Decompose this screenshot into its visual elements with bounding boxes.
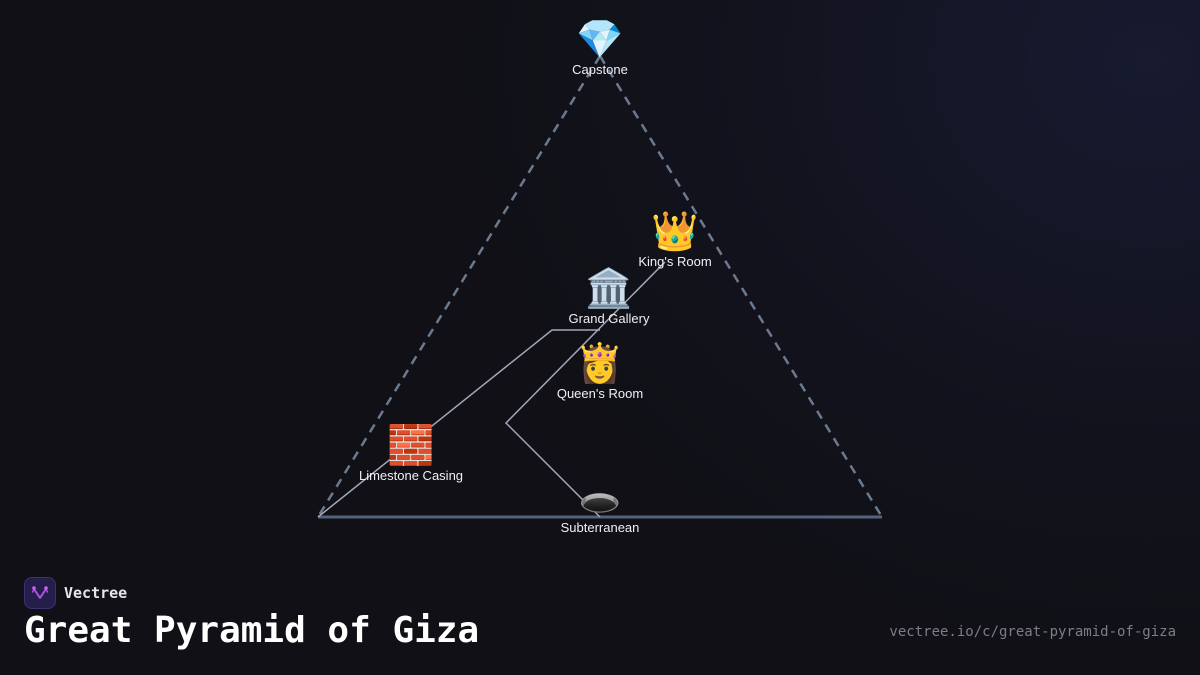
page-title: Great Pyramid of Giza: [24, 610, 480, 651]
node-capstone[interactable]: 💎 Capstone: [572, 18, 628, 77]
node-limestone-casing[interactable]: 🧱 Limestone Casing: [359, 424, 463, 483]
brand: Vectree: [24, 577, 127, 609]
princess-icon: 👸: [576, 343, 624, 385]
node-label: Queen's Room: [556, 386, 644, 401]
brick-icon: 🧱: [387, 425, 435, 467]
classical-building-icon: 🏛️: [585, 268, 633, 310]
brand-name: Vectree: [64, 584, 128, 602]
node-queens-room[interactable]: 👸 Queen's Room: [557, 342, 643, 401]
descending-passage-to-kings-room: [504, 261, 666, 518]
node-kings-room[interactable]: 👑 King's Room: [638, 210, 711, 269]
node-subterranean[interactable]: 🕳️ Subterranean: [561, 476, 640, 535]
node-grand-gallery[interactable]: 🏛️ Grand Gallery: [569, 267, 650, 326]
node-label: Grand Gallery: [568, 311, 650, 326]
vectree-logo-icon: [24, 577, 56, 609]
node-label: Limestone Casing: [358, 468, 464, 483]
ascending-passage-to-gallery: [317, 329, 600, 518]
node-label: Capstone: [572, 62, 628, 77]
pyramid-left-edge: [316, 55, 602, 518]
node-label: King's Room: [638, 254, 712, 269]
crown-icon: 👑: [651, 211, 699, 253]
source-url[interactable]: vectree.io/c/great-pyramid-of-giza: [889, 624, 1176, 640]
gem-icon: 💎: [576, 19, 624, 61]
hole-icon: 🕳️: [578, 479, 622, 517]
node-label: Subterranean: [560, 520, 640, 535]
pyramid-right-edge: [598, 55, 884, 518]
passages: [317, 261, 666, 518]
